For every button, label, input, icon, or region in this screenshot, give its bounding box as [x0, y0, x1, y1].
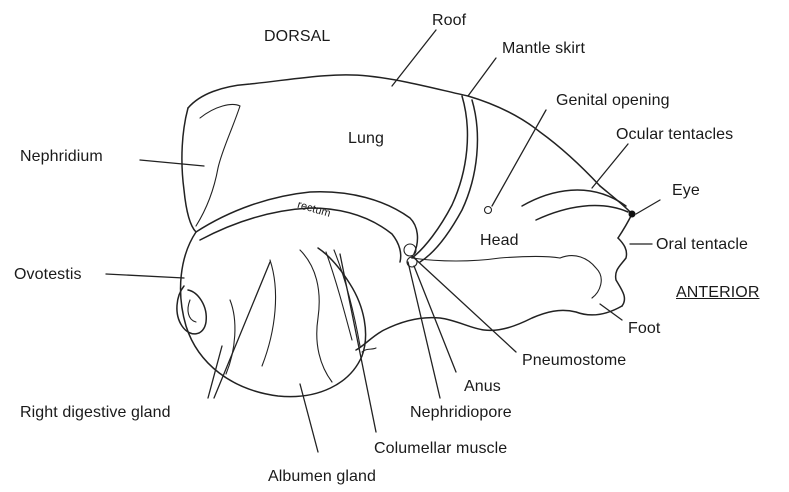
visceral-mass-outline [181, 232, 366, 397]
label-genital-opening: Genital opening [556, 92, 670, 110]
ocular-tentacle-lower [536, 206, 628, 220]
eye-leader [636, 200, 660, 214]
label-head: Head [480, 232, 519, 250]
genital-opening-leader [492, 110, 546, 206]
ovotestis-leader [106, 274, 184, 278]
ovotestis-inner [188, 300, 196, 322]
ocular-tentacles-leader [592, 144, 628, 188]
label-foot: Foot [628, 320, 660, 338]
label-mantle-skirt: Mantle skirt [502, 40, 585, 58]
label-nephridiopore: Nephridiopore [410, 404, 512, 422]
mantle-skirt-outer [412, 96, 467, 258]
digestive-gland-leader-2 [214, 262, 270, 398]
label-albumen-gland: Albumen gland [268, 468, 376, 486]
eye-dot [629, 211, 636, 218]
digestive-gland-leader-1 [208, 346, 222, 398]
label-ocular-tentacles: Ocular tentacles [616, 126, 733, 144]
nephridium-leader [140, 160, 204, 166]
roof-leader [392, 30, 436, 86]
body-wall-line [412, 257, 560, 262]
lung-floor-lower [200, 208, 401, 262]
label-lung: Lung [348, 130, 384, 148]
roof-outline [188, 75, 600, 186]
label-right-digestive-gland: Right digestive gland [20, 404, 171, 422]
label-roof: Roof [432, 12, 466, 30]
label-eye: Eye [672, 182, 700, 200]
columellar-muscle-leader [340, 254, 376, 432]
genital-opening-dot [485, 207, 492, 214]
foot-leader [600, 304, 622, 320]
label-anus: Anus [464, 378, 501, 396]
posterior-outline [182, 108, 196, 232]
digestive-gland-lobe-1 [226, 300, 235, 374]
foot-sole-outline [560, 256, 601, 298]
label-dorsal: DORSAL [264, 28, 330, 46]
label-anterior: ANTERIOR [676, 284, 759, 302]
pneumostome-ring [404, 244, 416, 256]
foot-outline [356, 306, 622, 350]
mantle-skirt-leader [468, 58, 496, 96]
label-pneumostome: Pneumostome [522, 352, 626, 370]
label-ovotestis: Ovotestis [14, 266, 82, 284]
label-oral-tentacle: Oral tentacle [656, 236, 748, 254]
mantle-skirt-inner [420, 100, 477, 262]
label-nephridium: Nephridium [20, 148, 103, 166]
oral-tentacle-outline [616, 238, 627, 306]
label-columellar-muscle: Columellar muscle [374, 440, 507, 458]
ocular-tentacle-upper [522, 190, 626, 206]
nephridiopore-leader [408, 262, 440, 398]
digestive-gland-lobe-3 [300, 250, 332, 382]
pneumostome-leader [412, 256, 516, 352]
